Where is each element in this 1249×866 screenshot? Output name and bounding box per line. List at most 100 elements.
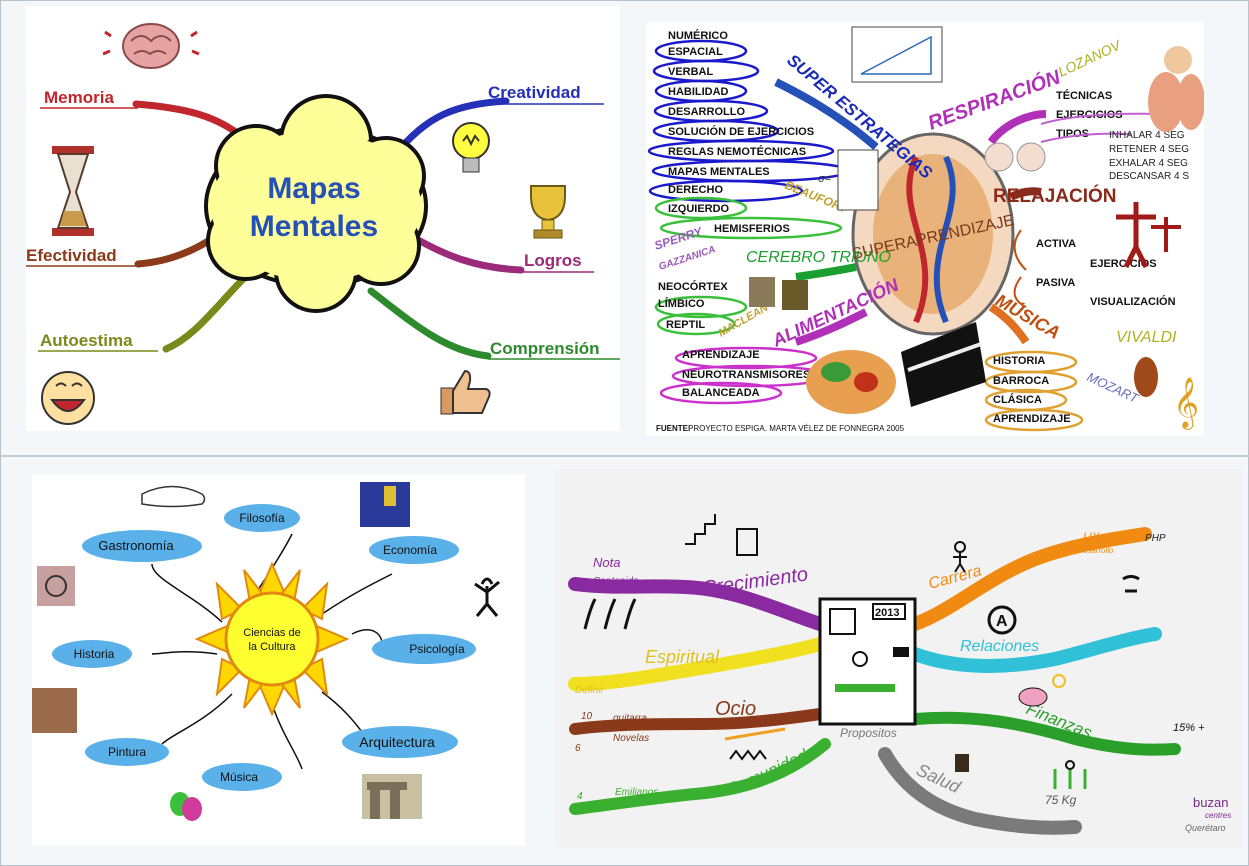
triangle-diagram-icon bbox=[851, 26, 943, 83]
small-num-6: 6 bbox=[575, 743, 581, 754]
formula-icon: σ= bbox=[818, 149, 879, 211]
branch-autoestima bbox=[162, 270, 252, 353]
label-efectividad: Efectividad bbox=[26, 246, 117, 265]
food-plate-icon bbox=[806, 350, 896, 414]
sculpture-icon bbox=[37, 566, 75, 606]
small-pct: 15% + bbox=[1173, 722, 1205, 734]
brand-sub: centres bbox=[1205, 811, 1231, 820]
mind-map-superaprendizaje: SUPERAPRENDIZAJE NUMÉRICO ESPACIAL VERBA… bbox=[646, 22, 1204, 436]
relax-item-pasiva: PASIVA bbox=[1036, 277, 1075, 289]
small-ux: UX bbox=[1083, 530, 1101, 544]
superaprendizaje-diagram: SUPERAPRENDIZAJE NUMÉRICO ESPACIAL VERBA… bbox=[647, 26, 1204, 433]
music-item-barroca: BARROCA bbox=[993, 375, 1049, 387]
center-cloud bbox=[204, 94, 428, 313]
resp-type-exhalar: EXHALAR 4 SEG bbox=[1109, 158, 1188, 169]
brain-icon bbox=[102, 23, 200, 69]
node-psicologia: Psicología bbox=[409, 642, 465, 656]
sun-center bbox=[194, 561, 350, 717]
branch-comprension bbox=[367, 287, 492, 360]
food-item-aprendizaje: APRENDIZAJE bbox=[682, 349, 760, 361]
central-head-illustration bbox=[851, 132, 1015, 336]
branch-ocio bbox=[569, 708, 826, 735]
brain-item-limbico: LÍMBICO bbox=[658, 297, 705, 310]
branch-memoria bbox=[132, 100, 245, 140]
label-autoestima: Autoestima bbox=[40, 331, 133, 350]
stretching-figures-icon bbox=[1116, 202, 1181, 269]
branch-finanzas bbox=[909, 711, 1181, 756]
left-item-2: ESPACIAL bbox=[668, 46, 723, 58]
brand-city: Querétaro bbox=[1185, 823, 1226, 833]
ciencias-cultura-diagram: Ciencias de la Cultura Filosofía Gastron… bbox=[32, 482, 500, 821]
left-item-5: DESARROLLO bbox=[668, 106, 745, 118]
portraits-icon bbox=[749, 277, 808, 310]
small-php: PHP bbox=[1145, 533, 1166, 544]
economy-picture-icon bbox=[360, 482, 410, 527]
hands-doodle-icon bbox=[583, 598, 637, 630]
thumbs-up-icon bbox=[440, 369, 491, 415]
small-definir: Definir bbox=[575, 685, 605, 696]
branch-logros bbox=[407, 232, 525, 274]
label-ocio: Ocio bbox=[715, 698, 756, 720]
hemispheres-list bbox=[654, 196, 843, 240]
cloud-nodes bbox=[52, 504, 476, 791]
label-comprension: Comprensión bbox=[490, 339, 600, 358]
branch-comunidad bbox=[569, 738, 831, 815]
hemi-item-derecho: DERECHO bbox=[668, 184, 723, 196]
mind-map-buzan: 2013 Propositos Crecimiento Espiritual O… bbox=[555, 469, 1243, 847]
small-nota: Nota bbox=[593, 555, 620, 570]
center-text-line2: la Cultura bbox=[248, 641, 296, 653]
mind-map-mapas-mentales: Mapas Mentales Memoria Creatividad Efect… bbox=[26, 6, 620, 431]
mind-map-ciencias-cultura: Ciencias de la Cultura Filosofía Gastron… bbox=[32, 474, 525, 846]
piano-icon bbox=[901, 322, 986, 407]
brand-name: buzan bbox=[1193, 795, 1228, 810]
source-text: PROYECTO ESPIGA. MARTA VÉLEZ DE FONNEGRA… bbox=[688, 424, 905, 433]
lungs-icon bbox=[1148, 46, 1204, 132]
title-mozart: MOZART bbox=[1085, 369, 1142, 406]
circle-a-icon: A bbox=[987, 605, 1017, 635]
stick-figure-icon bbox=[953, 541, 967, 573]
row-divider bbox=[0, 455, 1249, 457]
relax-ovals bbox=[1013, 229, 1027, 308]
resp-item-tecnicas: TÉCNICAS bbox=[1056, 89, 1112, 102]
hourglass-icon bbox=[52, 146, 94, 236]
hand-icon bbox=[141, 485, 206, 508]
branch-espiritual bbox=[568, 637, 827, 691]
svg-text:A: A bbox=[996, 613, 1008, 630]
left-item-1: NUMÉRICO bbox=[668, 29, 728, 42]
left-item-7: REGLAS NEMOTÉCNICAS bbox=[668, 145, 806, 158]
resp-type-descansar: DESCANSAR 4 S bbox=[1109, 171, 1189, 182]
dancing-figure-icon bbox=[474, 577, 500, 617]
branch-relaciones bbox=[908, 627, 1162, 673]
hemi-item-izquierdo: IZQUIERDO bbox=[668, 203, 730, 215]
svg-text:𝄞: 𝄞 bbox=[1173, 378, 1199, 430]
arrows-decoration bbox=[774, 78, 1047, 346]
small-novelas: Novelas bbox=[613, 733, 649, 744]
brain-item-reptil: REPTIL bbox=[666, 319, 705, 331]
mapas-mentales-diagram: Mapas Mentales Memoria Creatividad Efect… bbox=[26, 23, 620, 425]
stonehenge-icon bbox=[362, 774, 422, 819]
lightbulb-icon bbox=[452, 122, 490, 173]
buzan-diagram: 2013 Propositos Crecimiento Espiritual O… bbox=[568, 514, 1231, 835]
resp-type-retener: RETENER 4 SEG bbox=[1109, 144, 1189, 155]
stairs-icon bbox=[685, 514, 758, 556]
food-item-balanceada: BALANCEADA bbox=[682, 387, 760, 399]
svg-text:σ=: σ= bbox=[818, 173, 831, 185]
label-espiritual: Espiritual bbox=[645, 647, 720, 667]
year-label: 2013 bbox=[875, 607, 899, 619]
title-cerebro-triuno: CEREBRO TRIUNO bbox=[746, 249, 891, 266]
face-doodle-icon bbox=[1122, 575, 1140, 593]
small-kg: 75 Kg bbox=[1045, 793, 1077, 807]
faces-icon bbox=[984, 142, 1046, 172]
left-item-6: SOLUCIÓN DE EJERCICIOS bbox=[668, 125, 814, 138]
laughing-face-icon bbox=[41, 371, 95, 425]
small-desarrollo: Desarrollo bbox=[1077, 546, 1114, 555]
piggy-bank-icon bbox=[1018, 674, 1066, 707]
node-economia: Economía bbox=[383, 543, 437, 557]
center-text-line1: Ciencias de bbox=[243, 627, 300, 639]
label-relaciones: Relaciones bbox=[960, 638, 1039, 655]
left-item-3: VERBAL bbox=[668, 66, 714, 78]
small-num-4: 4 bbox=[577, 791, 583, 802]
music-item-historia: HISTORIA bbox=[993, 355, 1045, 367]
node-musica: Música bbox=[220, 770, 258, 784]
relax-item-ejercicios: EJERCICIOS bbox=[1090, 258, 1157, 270]
